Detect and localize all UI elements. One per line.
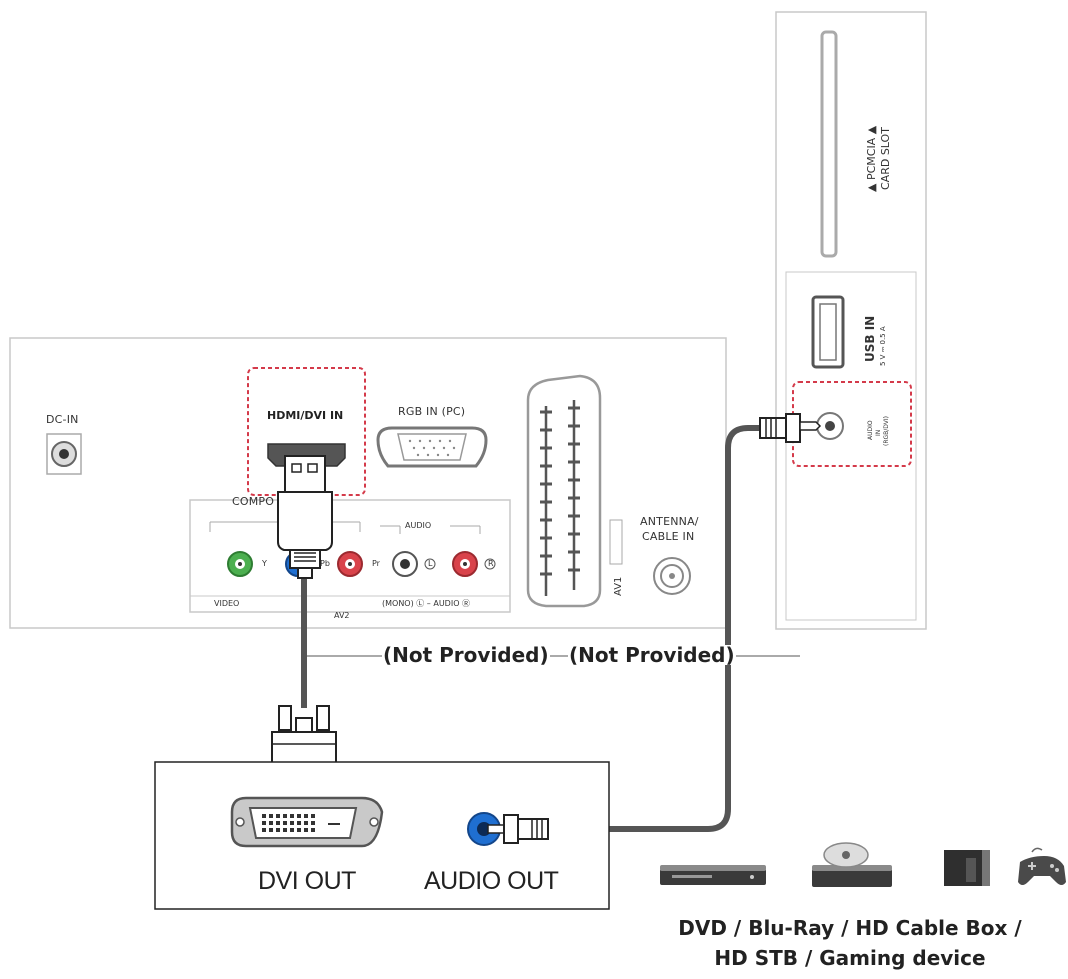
pcmcia-label: ▲ PCMCIA ▲ <box>865 125 878 192</box>
audio-in-highlight <box>792 381 912 467</box>
component-label: COMPO <box>232 495 275 508</box>
av1-label: AV1 <box>613 576 624 596</box>
dc-in-label: DC-IN <box>46 413 79 426</box>
dvi-pin <box>283 828 287 832</box>
scart-av1-connector <box>526 374 602 608</box>
cable-in-label: CABLE IN <box>642 530 695 543</box>
port-pr-label: Pr <box>372 559 380 568</box>
gamepad-icon <box>1018 847 1066 885</box>
port-r-label: R <box>488 559 494 568</box>
not-provided-label-audio: (Not Provided) <box>568 643 736 667</box>
dvi-pin <box>269 828 273 832</box>
dvi-pin <box>262 821 266 825</box>
dvi-pin <box>269 821 273 825</box>
dvi-pin <box>290 828 294 832</box>
usb-rating-label: 5 V ⎓ 0.5 A <box>879 326 887 366</box>
dvi-pin <box>304 821 308 825</box>
audio-out-label: AUDIO OUT <box>424 867 559 895</box>
dvi-pin <box>262 814 266 818</box>
dvi-pin <box>297 821 301 825</box>
port-pb-label: Pb <box>320 559 330 568</box>
dvi-pin <box>311 814 315 818</box>
dvi-pin <box>304 814 308 818</box>
dvd-player-icon <box>660 865 766 885</box>
audio-cable <box>548 425 770 832</box>
dvi-pin <box>311 821 315 825</box>
port-y-label: Y <box>262 559 267 568</box>
dvi-pin <box>297 814 301 818</box>
dvi-pin <box>276 828 280 832</box>
dvi-pin <box>290 814 294 818</box>
av2-label: AV2 <box>334 611 350 620</box>
audio-group-label: AUDIO <box>405 521 432 530</box>
dvi-pin <box>290 821 294 825</box>
audio-in-label-2: IN <box>875 429 882 436</box>
hdmi-dvi-in-label: HDMI/DVI IN <box>267 409 344 422</box>
audio-in-label-3: (RGB/DVI) <box>883 415 890 446</box>
not-provided-label-dvi: (Not Provided) <box>382 643 550 667</box>
mono-audio-label: (MONO) Ⓛ – AUDIO Ⓡ <box>382 599 471 608</box>
tv-side-panel <box>775 11 927 630</box>
video-label: VIDEO <box>214 599 240 608</box>
dvi-pin <box>283 821 287 825</box>
audio-plug-source <box>503 814 519 844</box>
pcmcia-card-slot <box>820 30 838 258</box>
dvi-pin <box>283 814 287 818</box>
audio-in-label-1: AUDIO <box>867 420 874 440</box>
dvi-pin <box>304 828 308 832</box>
rgb-in-label: RGB IN (PC) <box>398 405 466 418</box>
dvi-pin <box>269 814 273 818</box>
dvi-pin <box>262 828 266 832</box>
usb-in-label: USB IN <box>863 315 877 362</box>
dvi-out-label: DVI OUT <box>258 867 356 895</box>
antenna-label: ANTENNA/ <box>640 515 699 528</box>
dvi-pin <box>276 821 280 825</box>
bluray-player-icon <box>812 842 892 887</box>
dvi-pin <box>311 828 315 832</box>
cable-box-icon <box>944 850 990 886</box>
dvi-pin <box>297 828 301 832</box>
card-slot-label: CARD SLOT <box>879 127 892 190</box>
audio-plug-tv <box>759 417 787 439</box>
device-caption-line-1: DVD / Blu-Ray / HD Cable Box / <box>678 916 1022 940</box>
device-caption-line-2: HD STB / Gaming device <box>714 946 986 970</box>
dvi-pin <box>276 814 280 818</box>
port-l-label: L <box>428 559 433 568</box>
side-panel-lower-section <box>785 271 917 621</box>
hdmi-plug <box>284 455 326 493</box>
